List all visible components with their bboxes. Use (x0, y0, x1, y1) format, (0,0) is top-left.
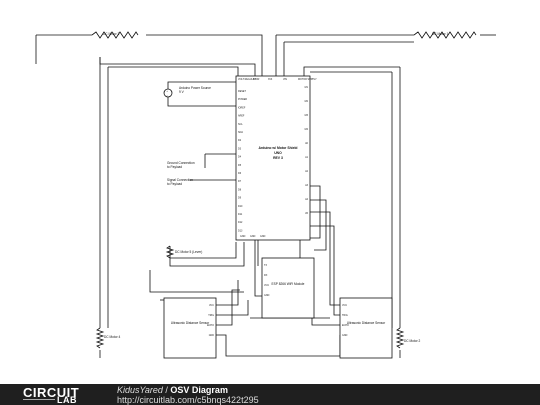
ultrasonic-left-label: Ultrasonic Distance Sensor (171, 321, 210, 325)
pin-label: RX (264, 274, 268, 277)
dc-motor-3-label: DC Motor 3 (103, 32, 120, 36)
shield-label: Arduino w/ Motor Shield (259, 146, 298, 150)
ground-connection-label: Ground Connection (167, 161, 195, 165)
pin-label: ECHO (342, 324, 349, 327)
power-source-label: Arduino Power Source (179, 86, 211, 90)
pin-label: D11 (238, 213, 243, 216)
pin-label: M4 (305, 128, 309, 131)
pin-label: D6 (238, 172, 242, 175)
pin-label: A3 (305, 184, 309, 187)
arduino-motor-shield: Arduino w/ Motor Shield UNO REV 3 VOLT R… (235, 75, 317, 241)
pin-label: GND (260, 235, 266, 238)
pin-label: GND (209, 334, 215, 337)
pin-label: A0 (305, 142, 309, 145)
dc-motor-3: DC Motor 3 (91, 31, 139, 39)
signal-connection-label: Signal Connection (167, 178, 193, 182)
pin-label: D2 (238, 139, 242, 142)
svg-text:−: − (167, 94, 169, 97)
pin-label: VIN (283, 78, 287, 81)
svg-text:+: + (166, 90, 168, 93)
pin-label: A4 (305, 198, 309, 201)
pin-label: D5 (238, 164, 242, 167)
signal-connection-sub: to Payload (167, 182, 182, 186)
payload-labels: Ground Connection to Payload Signal Conn… (167, 161, 195, 186)
pin-label: D12 (238, 221, 243, 224)
pin-label: VCC (209, 304, 214, 307)
pin-label: 3V3 (268, 78, 273, 81)
pin-label: D4 (238, 156, 242, 159)
pin-label: SDA (238, 131, 243, 134)
power-source-voltage: 9 V (179, 90, 185, 94)
ground-connection-sub: to Payload (167, 165, 182, 169)
shield-model: UNO (274, 151, 282, 155)
pin-label: GND (250, 235, 256, 238)
dc-motor-5-label: DC Motor 5 (Lever) (175, 250, 202, 254)
pin-label: GND (342, 334, 348, 337)
wires (35, 34, 496, 358)
pin-label: D10 (238, 205, 243, 208)
esp8266-wifi-module: ESP 8266 WiFi Module TX RX VCC GND (261, 257, 315, 319)
pin-label: A2 (305, 170, 309, 173)
shield-pins-bottom: GND GND GND (240, 235, 266, 238)
pin-label: 5V (253, 78, 256, 81)
pin-label: D8 (238, 188, 242, 191)
diagram-title: OSV Diagram (170, 385, 228, 395)
dc-motor-2-label: DC Motor 2 (404, 339, 421, 343)
voltage-source-icon (163, 88, 173, 98)
pin-label: VCC (264, 284, 269, 287)
author-link[interactable]: KidusYared (117, 385, 163, 395)
circuitlab-logo-sub: LAB (57, 395, 77, 405)
wifi-module-label: ESP 8266 WiFi Module (272, 282, 305, 286)
pin-label: GND (240, 235, 246, 238)
ultrasonic-left-pins: VCC TRIG ECHO GND (207, 304, 214, 337)
dc-motor-4-label: DC Motor 4 (104, 335, 121, 339)
pin-label: POWER (238, 98, 247, 101)
ultrasonic-sensor-left: Ultrasonic Distance Sensor VCC TRIG ECHO GN… (163, 297, 217, 359)
pin-label: M3 (305, 114, 309, 117)
circuitlab-logo[interactable]: CIRCUIT (23, 385, 80, 400)
shield-rev: REV 3 (273, 156, 283, 160)
credit-line: KidusYared / OSV Diagram (117, 385, 228, 395)
pin-label: RESET (238, 90, 247, 93)
pin-label: TX (264, 264, 267, 267)
pin-label: M2 (305, 100, 309, 103)
pin-label: A5 (305, 212, 309, 215)
footer-bar: CIRCUIT LAB KidusYared / OSV Diagram htt… (0, 384, 540, 405)
pin-label: D7 (238, 180, 242, 183)
dc-motor-4: DC Motor 4 (95, 327, 121, 349)
pin-label: VCC (342, 304, 347, 307)
schematic-canvas: DC Motor 3 DC Motor 1 DC Motor 4 DC Moto… (35, 31, 496, 359)
dc-motor-2: DC Motor 2 (395, 327, 421, 349)
dc-motor-1-label: DC Motor 1 (432, 32, 449, 36)
shield-pins-left: RESET POWER IOREF AREF SCL SDA D2D3D4D5D6D7D8D… (238, 90, 247, 232)
pin-label: D3 (238, 147, 242, 150)
dc-motor-1: DC Motor 1 (413, 31, 477, 39)
pin-label: ECHO (207, 324, 214, 327)
pin-label: VOLT REGULATOR (238, 78, 260, 81)
pin-label: MOTOR SUPPLY (298, 78, 317, 81)
pin-label: GND (264, 294, 270, 297)
pin-label: SCL (238, 123, 243, 126)
circuitlab-logo-mark-icon (23, 399, 55, 404)
ultrasonic-right-pins: VCC TRIG ECHO GND (342, 304, 349, 337)
pin-label: A1 (305, 156, 309, 159)
pin-label: AREF (238, 115, 245, 118)
pin-label: IOREF (238, 106, 246, 109)
pin-label: TRIG (208, 314, 214, 317)
pin-label: TRIG (342, 314, 348, 317)
pin-label: D9 (238, 197, 242, 200)
circuit-url-link[interactable]: http://circuitlab.com/c5bnqs422t295 (117, 395, 259, 405)
arduino-power-source: + − Arduino Power Source 9 V (163, 86, 211, 98)
pin-label: D13 (238, 229, 243, 232)
credit-separator: / (165, 385, 168, 395)
dc-motor-5: DC Motor 5 (Lever) (165, 245, 202, 259)
pin-label: M1 (305, 86, 309, 89)
wifi-pins: TX RX VCC GND (264, 264, 270, 297)
ultrasonic-sensor-right: Ultrasonic Distance Sensor VCC TRIG ECHO GN… (339, 297, 393, 359)
ultrasonic-right-label: Ultrasonic Distance Sensor (347, 321, 386, 325)
